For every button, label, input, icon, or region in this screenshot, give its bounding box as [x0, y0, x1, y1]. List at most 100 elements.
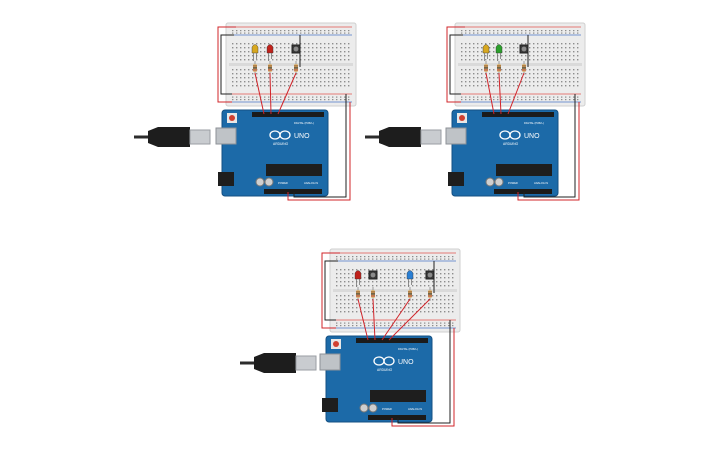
usb-cable — [134, 127, 211, 147]
breadboard-hole — [428, 285, 430, 287]
usb-port[interactable] — [319, 353, 341, 371]
breadboard-hole — [473, 51, 475, 53]
breadboard-hole — [336, 256, 338, 258]
breadboard-hole — [332, 47, 334, 49]
breadboard-hole — [529, 85, 531, 87]
breadboard-hole — [352, 311, 354, 313]
breadboard-hole — [485, 43, 487, 45]
breadboard-hole — [420, 311, 422, 313]
usb-port[interactable] — [215, 127, 237, 145]
reset-button-cap[interactable] — [333, 341, 339, 347]
breadboard-hole — [364, 281, 366, 283]
breadboard-hole — [380, 325, 382, 327]
breadboard-hole — [388, 325, 390, 327]
breadboard-hole — [392, 269, 394, 271]
breadboard-hole — [541, 47, 543, 49]
push-button-icon[interactable] — [521, 46, 527, 52]
breadboard-hole — [364, 256, 366, 258]
breadboard-hole — [545, 43, 547, 45]
breadboard-hole — [252, 85, 254, 87]
breadboard-hole — [461, 32, 463, 34]
breadboard-hole — [344, 43, 346, 45]
breadboard-hole — [448, 322, 450, 324]
breadboard-hole — [360, 258, 362, 260]
breadboard-hole — [452, 325, 454, 327]
breadboard-hole — [420, 295, 422, 297]
power-jack[interactable] — [322, 398, 338, 412]
breadboard-hole — [573, 30, 575, 32]
breadboard-hole — [461, 73, 463, 75]
breadboard-hole — [328, 99, 330, 101]
breadboard-hole — [525, 30, 527, 32]
breadboard-hole — [404, 303, 406, 305]
breadboard-hole — [292, 55, 294, 57]
breadboard-hole — [280, 69, 282, 71]
breadboard-hole — [541, 51, 543, 53]
breadboard-hole — [388, 281, 390, 283]
breadboard-hole — [320, 30, 322, 32]
breadboard-hole — [268, 30, 270, 32]
push-button-icon[interactable] — [370, 272, 376, 278]
breadboard-hole — [332, 30, 334, 32]
breadboard-hole — [505, 51, 507, 53]
breadboard-hole — [232, 47, 234, 49]
breadboard-hole — [420, 256, 422, 258]
breadboard-hole — [392, 322, 394, 324]
breadboard-hole — [473, 77, 475, 79]
breadboard-hole — [312, 96, 314, 98]
breadboard-hole — [420, 258, 422, 260]
breadboard-hole — [324, 73, 326, 75]
power-jack[interactable] — [218, 172, 234, 186]
breadboard-hole — [489, 59, 491, 61]
push-button-icon[interactable] — [293, 46, 299, 52]
breadboard-hole — [493, 81, 495, 83]
breadboard-hole — [356, 258, 358, 260]
breadboard-hole — [513, 47, 515, 49]
breadboard-hole — [525, 43, 527, 45]
breadboard-hole — [505, 30, 507, 32]
power-5v-wire — [517, 102, 580, 201]
breadboard-hole — [557, 30, 559, 32]
breadboard-hole — [469, 51, 471, 53]
breadboard-hole — [376, 307, 378, 309]
reset-button-cap[interactable] — [229, 115, 235, 121]
breadboard-hole — [400, 258, 402, 260]
breadboard-hole — [300, 55, 302, 57]
breadboard-hole — [236, 59, 238, 61]
breadboard-hole — [452, 303, 454, 305]
breadboard-hole — [448, 311, 450, 313]
breadboard-hole — [497, 32, 499, 34]
ground-wire — [293, 94, 347, 198]
usb-port[interactable] — [445, 127, 467, 145]
breadboard-hole — [336, 47, 338, 49]
power-jack[interactable] — [448, 172, 464, 186]
breadboard-hole — [509, 30, 511, 32]
breadboard-hole — [300, 32, 302, 34]
breadboard-hole — [485, 59, 487, 61]
reset-button-cap[interactable] — [459, 115, 465, 121]
breadboard-hole — [469, 59, 471, 61]
breadboard-hole — [320, 73, 322, 75]
breadboard-hole — [521, 43, 523, 45]
breadboard-hole — [272, 59, 274, 61]
breadboard-hole — [376, 325, 378, 327]
breadboard-hole — [513, 59, 515, 61]
breadboard-hole — [509, 32, 511, 34]
breadboard-hole — [513, 96, 515, 98]
breadboard-hole — [525, 85, 527, 87]
breadboard-hole — [509, 96, 511, 98]
breadboard-hole — [529, 77, 531, 79]
breadboard-hole — [244, 55, 246, 57]
push-button-icon[interactable] — [427, 272, 433, 278]
breadboard-hole — [360, 303, 362, 305]
led-icon — [354, 270, 362, 280]
breadboard-hole — [561, 73, 563, 75]
resistor-band — [408, 291, 412, 293]
breadboard-hole — [320, 77, 322, 79]
breadboard-hole — [392, 285, 394, 287]
breadboard-hole — [517, 99, 519, 101]
breadboard-hole — [280, 77, 282, 79]
breadboard-hole — [252, 30, 254, 32]
breadboard-hole — [232, 69, 234, 71]
